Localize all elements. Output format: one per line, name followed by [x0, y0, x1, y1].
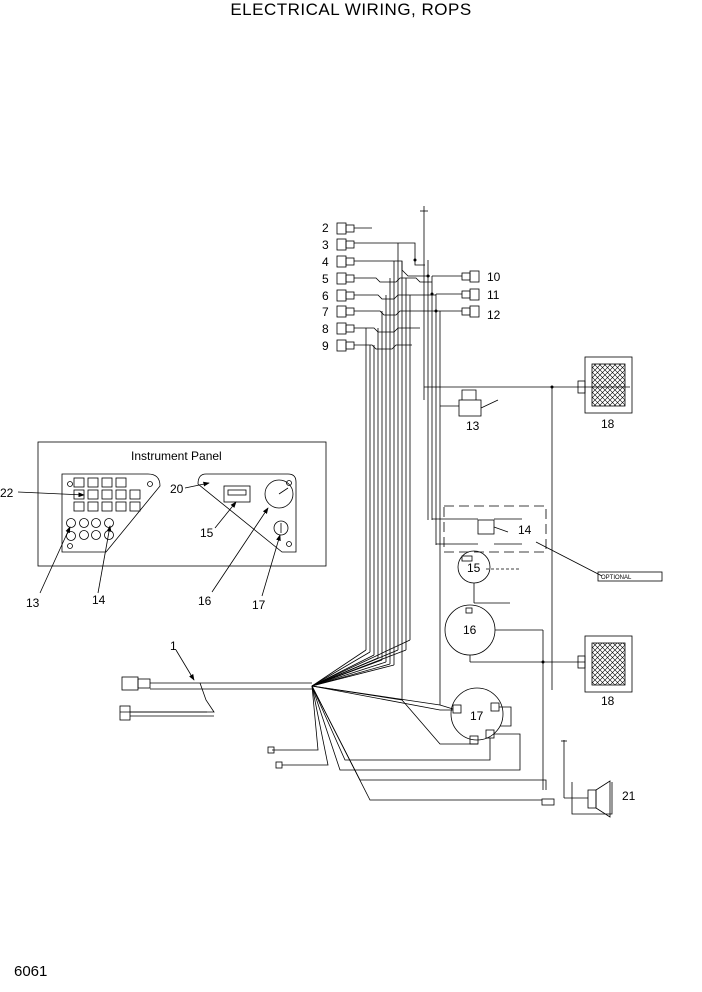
- connector-9: [336, 339, 355, 352]
- callout-15-gauge: 15: [467, 561, 481, 575]
- callout-17-panel: 17: [252, 598, 266, 612]
- callout-7: 7: [322, 305, 329, 319]
- callout-20: 20: [170, 482, 184, 496]
- optional-switch-14: [432, 505, 663, 582]
- callout-18-bottom: 18: [601, 694, 615, 708]
- callout-4: 4: [322, 255, 329, 269]
- callout-2: 2: [322, 221, 329, 235]
- callout-3: 3: [322, 238, 329, 252]
- optional-label: OPTIONAL: [601, 575, 632, 581]
- key-switch-17: [344, 687, 521, 771]
- indicator-grid: [73, 477, 141, 512]
- speaker-18-bottom: [577, 635, 633, 693]
- panel-title: Instrument Panel: [131, 449, 222, 463]
- connector-12: [461, 305, 480, 318]
- page-number: 6061: [14, 963, 48, 980]
- connector-11: [461, 288, 480, 301]
- callout-12: 12: [487, 308, 501, 322]
- connector-stack-right: [461, 270, 480, 318]
- callout-16-gauge: 16: [463, 623, 477, 637]
- callout-10: 10: [487, 270, 501, 284]
- callout-17-switch: 17: [470, 709, 484, 723]
- gauge-15: [457, 550, 520, 604]
- diagram-title: ELECTRICAL WIRING, ROPS: [230, 0, 472, 19]
- connector-10: [461, 270, 480, 283]
- callout-21: 21: [622, 789, 636, 803]
- speaker-18-top: [551, 356, 633, 690]
- connector-wires: [354, 206, 462, 705]
- connector-5: [336, 272, 355, 285]
- instrument-panel: [37, 441, 327, 567]
- callout-18-top: 18: [601, 417, 615, 431]
- callout-14-switch: 14: [518, 523, 532, 537]
- connector-2: [336, 222, 372, 235]
- connector-stack-left: [336, 222, 372, 352]
- callout-5: 5: [322, 272, 329, 286]
- horn-21: [541, 740, 613, 818]
- callout-1: 1: [170, 639, 177, 653]
- gauge-16: [444, 604, 585, 790]
- callout-14-panel: 14: [92, 593, 106, 607]
- callout-8: 8: [322, 322, 329, 336]
- callout-15-panel: 15: [200, 526, 214, 540]
- callout-11: 11: [487, 288, 500, 302]
- leader-lines: [17, 481, 281, 681]
- callout-13-switch: 13: [466, 419, 480, 433]
- connector-6: [336, 289, 355, 302]
- connector-8: [336, 322, 355, 335]
- connector-7: [336, 305, 355, 318]
- connector-4: [336, 255, 355, 268]
- callout-9: 9: [322, 339, 329, 353]
- callout-16-panel: 16: [198, 594, 212, 608]
- main-harness-1: [119, 639, 547, 801]
- callout-6: 6: [322, 289, 329, 303]
- callout-13-panel: 13: [26, 596, 40, 610]
- connector-3: [336, 238, 355, 251]
- callout-22: 22: [0, 486, 14, 500]
